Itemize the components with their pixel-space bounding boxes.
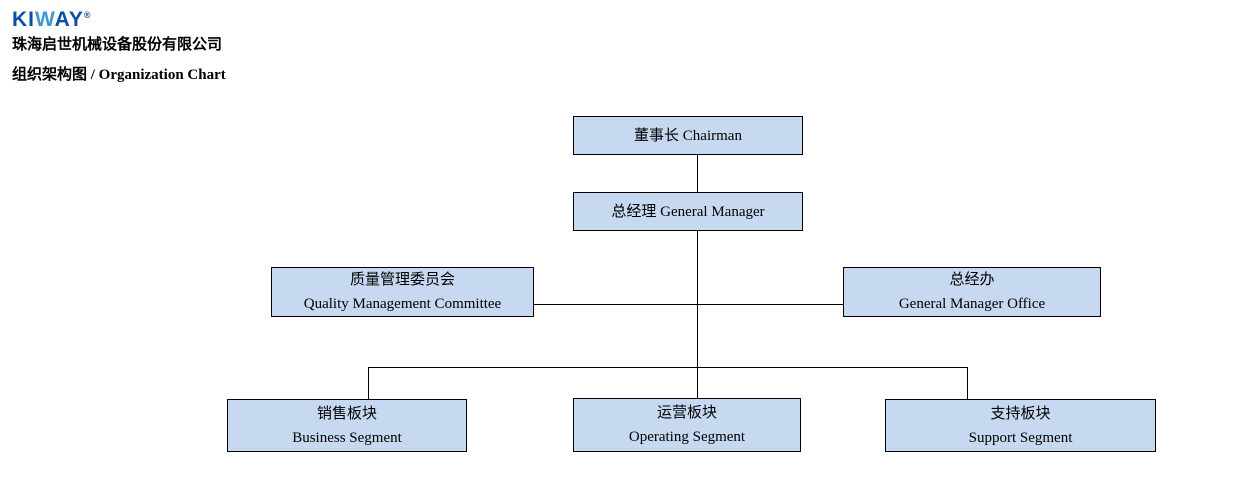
- registered-trademark-symbol: ®: [83, 10, 91, 20]
- kiway-logo: KIWAY®: [12, 4, 91, 31]
- node-support-segment: 支持板块 Support Segment: [885, 399, 1156, 452]
- node-business-segment: 销售板块 Business Segment: [227, 399, 467, 452]
- logo-text-dark-left: KI: [12, 8, 35, 31]
- connector-bottom-rail: [368, 367, 967, 369]
- node-quality-management-committee: 质量管理委员会 Quality Management Committee: [271, 267, 534, 317]
- node-label-en: Support Segment: [968, 429, 1073, 446]
- connector-drop-business: [368, 367, 370, 399]
- node-label-zh: 销售板块: [316, 405, 377, 422]
- node-chairman: 董事长 Chairman: [573, 116, 803, 155]
- logo-text-light-w: W: [35, 8, 55, 31]
- connector-drop-support: [967, 367, 969, 399]
- connector-gm-trunk: [697, 231, 699, 398]
- logo-text-dark-right: AY: [54, 8, 84, 31]
- node-label: 董事长 Chairman: [634, 127, 742, 144]
- node-general-manager-office: 总经办 General Manager Office: [843, 267, 1101, 317]
- node-label-en: Business Segment: [292, 429, 402, 446]
- node-label-zh: 运营板块: [656, 405, 717, 421]
- connector-chairman-to-gm: [697, 155, 699, 192]
- node-label-zh: 支持板块: [990, 405, 1051, 422]
- node-label-en: Quality Management Committee: [303, 296, 502, 312]
- connector-qmc-to-gmo: [534, 304, 843, 306]
- company-name: 珠海启世机械设备股份有限公司: [12, 37, 223, 53]
- node-label-zh: 质量管理委员会: [349, 272, 455, 288]
- node-label-en: General Manager Office: [898, 296, 1046, 312]
- node-label-zh: 总经办: [949, 272, 995, 288]
- node-label-en: Operating Segment: [628, 429, 746, 445]
- node-operating-segment: 运营板块 Operating Segment: [573, 398, 801, 452]
- node-general-manager: 总经理 General Manager: [573, 192, 803, 231]
- page-title: 组织架构图 / Organization Chart: [12, 67, 226, 83]
- node-label: 总经理 General Manager: [611, 203, 765, 220]
